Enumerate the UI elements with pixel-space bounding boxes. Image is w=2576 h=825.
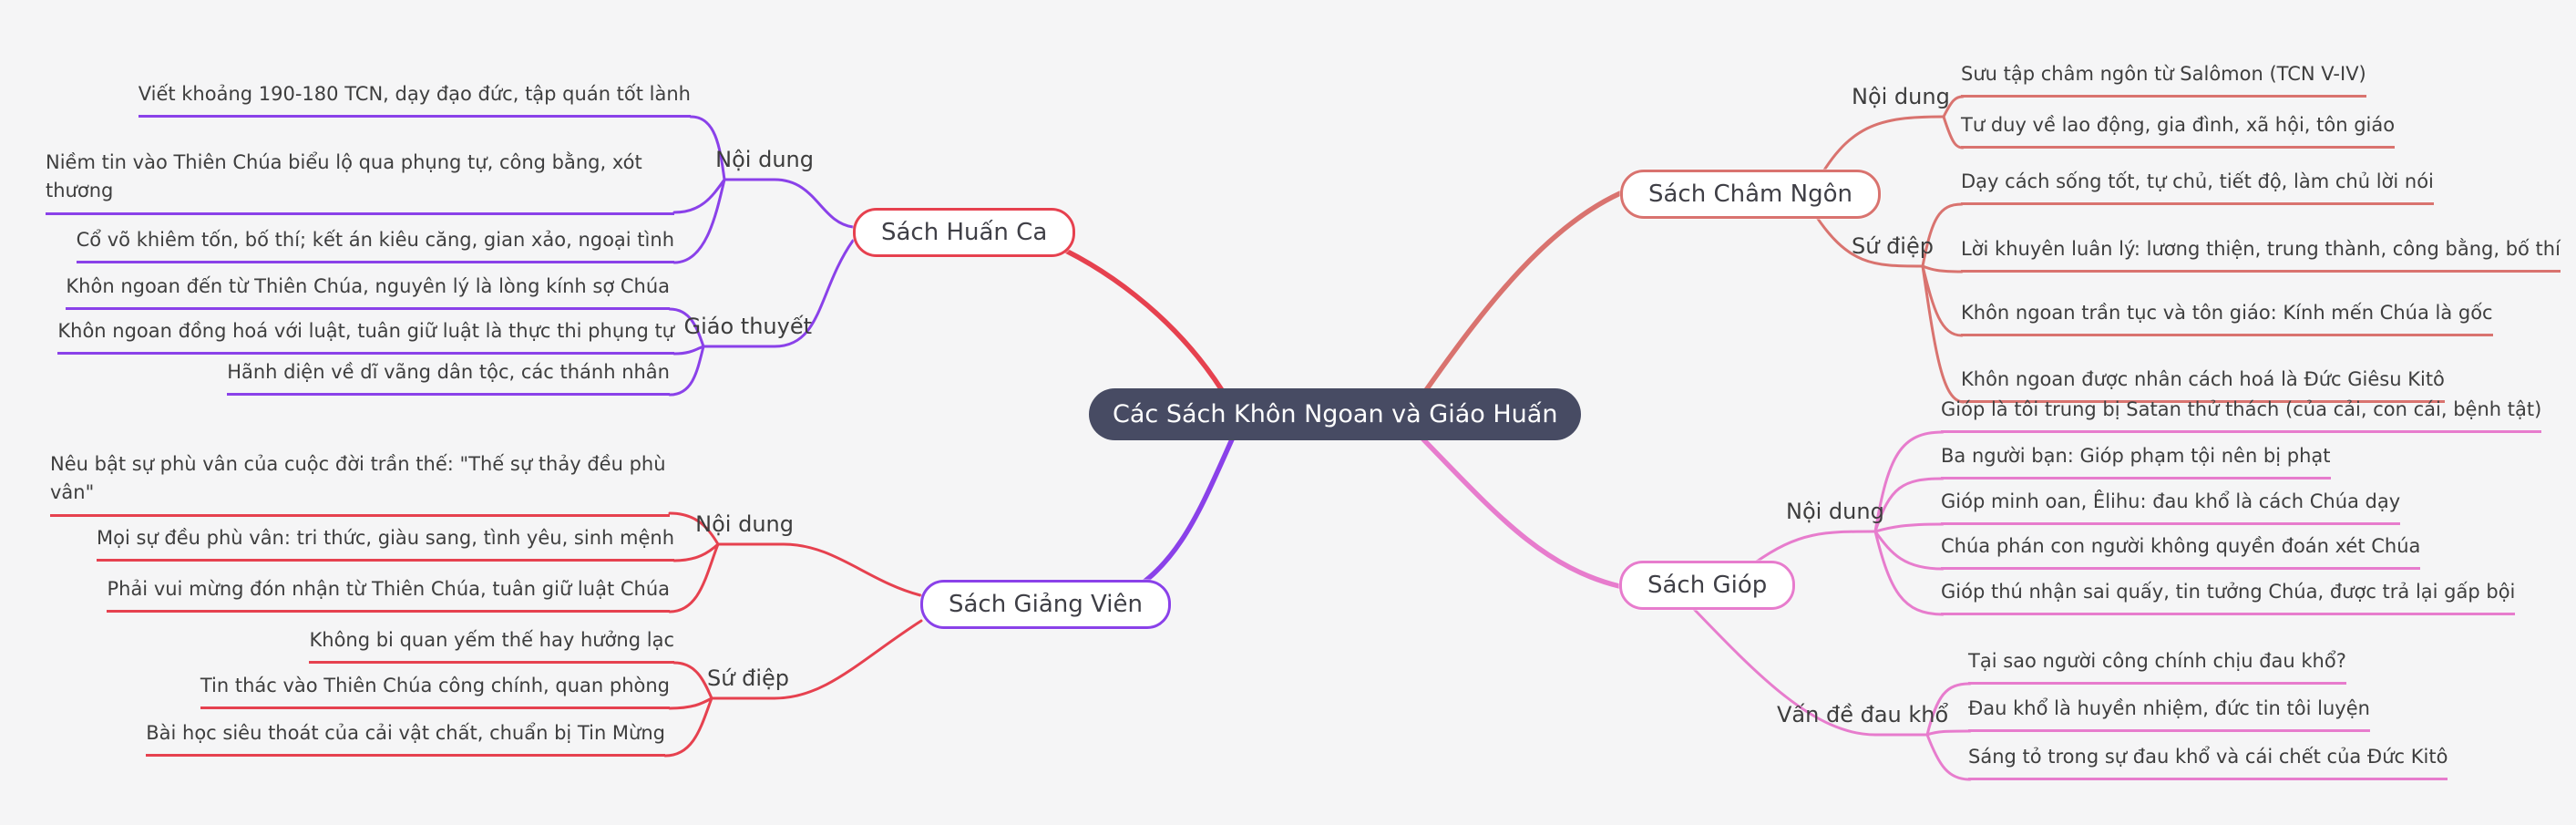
leaf-chamngon-sudiep-2[interactable]: Lời khuyên luân lý: lương thiện, trung t…: [1961, 235, 2561, 273]
group-line-giangvien-sudiep: [710, 619, 923, 700]
leaf-giangvien-noidung-3[interactable]: Phải vui mừng đón nhận từ Thiên Chúa, tu…: [107, 575, 670, 613]
group-line-giop-noidung: [1752, 530, 1877, 565]
leaf-curve: [1921, 264, 1965, 404]
group-line-chamngon-sudiep: [1811, 209, 1924, 268]
branch-curve-chamngon: [1423, 191, 1623, 393]
leaf-chamngon-sudiep-3[interactable]: Khôn ngoan trần tục và tôn giáo: Kính mế…: [1961, 299, 2493, 336]
leaf-curve: [672, 542, 720, 562]
group-line-giangvien-noidung: [716, 542, 922, 597]
leaf-huanca-noidung-1[interactable]: Viết khoảng 190-180 TCN, dạy đạo đức, tậ…: [138, 80, 691, 118]
leaf-curve: [672, 178, 726, 214]
leaf-curve: [1925, 729, 1972, 737]
leaf-huanca-giaothuyet-2[interactable]: Khôn ngoan đồng hoá với luật, tuân giữ l…: [57, 317, 674, 355]
branch-node-giangvien[interactable]: Sách Giảng Viên: [920, 580, 1171, 629]
group-line-huanca-giaothuyet: [702, 239, 855, 348]
leaf-curve: [689, 115, 726, 181]
central-topic[interactable]: Các Sách Khôn Ngoan và Giáo Huấn: [1089, 388, 1582, 440]
group-label-huanca-giaothuyet[interactable]: Giáo thuyết: [683, 314, 813, 339]
leaf-chamngon-sudiep-1[interactable]: Dạy cách sống tốt, tự chủ, tiết độ, làm …: [1961, 168, 2434, 205]
leaf-huanca-noidung-3[interactable]: Cổ võ khiêm tốn, bố thí; kết án kiêu căn…: [76, 226, 674, 263]
leaf-giop-vandedaukho-1[interactable]: Tại sao người công chính chịu đau khổ?: [1968, 647, 2346, 685]
leaf-giop-vandedaukho-2[interactable]: Đau khổ là huyền nhiệm, đức tin tôi luyệ…: [1968, 695, 2370, 732]
branch-node-chamngon[interactable]: Sách Châm Ngôn: [1620, 170, 1881, 219]
leaf-giangvien-noidung-2[interactable]: Mọi sự đều phù vân: tri thức, giàu sang,…: [97, 524, 674, 562]
leaf-giop-noidung-3[interactable]: Gióp minh oan, Êlihu: đau khổ là cách Ch…: [1941, 488, 2401, 525]
leaf-curve: [668, 542, 720, 614]
leaf-giangvien-noidung-1[interactable]: Nêu bật sự phù vân của cuộc đời trần thế…: [50, 450, 670, 517]
leaf-curve: [668, 696, 713, 710]
branch-node-huanca[interactable]: Sách Huấn Ca: [853, 208, 1076, 257]
leaf-giop-noidung-2[interactable]: Ba người bạn: Gióp phạm tội nên bị phạt: [1941, 442, 2331, 480]
leaf-giop-noidung-5[interactable]: Gióp thú nhận sai quấy, tin tưởng Chúa, …: [1941, 578, 2516, 615]
group-label-chamngon-noidung[interactable]: Nội dung: [1852, 84, 1950, 109]
leaf-curve: [1873, 530, 1945, 571]
leaf-curve: [1873, 530, 1945, 616]
leaf-giop-noidung-4[interactable]: Chúa phán con người không quyền đoán xét…: [1941, 532, 2421, 570]
group-label-chamngon-sudiep[interactable]: Sứ điệp: [1852, 233, 1934, 259]
leaf-huanca-giaothuyet-3[interactable]: Hãnh diện về dĩ vãng dân tộc, các thánh …: [227, 358, 670, 396]
group-line-giop-vandedaukho: [1689, 604, 1929, 737]
branch-curve-giop: [1421, 437, 1622, 589]
group-label-giangvien-sudiep[interactable]: Sứ điệp: [707, 665, 789, 691]
leaf-curve: [1921, 264, 1964, 273]
leaf-giangvien-sudiep-2[interactable]: Tin thác vào Thiên Chúa công chính, quan…: [200, 672, 670, 709]
leaf-curve: [1925, 682, 1972, 737]
branch-curve-giangvien: [1114, 437, 1235, 602]
leaf-curve: [1873, 477, 1945, 533]
leaf-curve: [1942, 115, 1965, 150]
leaf-chamngon-sudiep-4[interactable]: Khôn ngoan được nhân cách hoá là Đức Giê…: [1961, 366, 2445, 403]
leaf-huanca-noidung-2[interactable]: Niềm tin vào Thiên Chúa biểu lộ qua phụn…: [46, 149, 674, 215]
leaf-curve: [672, 178, 726, 264]
leaf-curve: [672, 661, 713, 700]
leaf-curve: [668, 511, 720, 546]
leaf-curve: [668, 345, 705, 397]
leaf-chamngon-noidung-1[interactable]: Sưu tập châm ngôn từ Salômon (TCN V-IV): [1961, 60, 2366, 98]
group-label-giop-noidung[interactable]: Nội dung: [1786, 499, 1884, 524]
leaf-curve: [668, 307, 705, 348]
leaf-curve: [1873, 522, 1945, 533]
leaf-huanca-giaothuyet-1[interactable]: Khôn ngoan đến từ Thiên Chúa, nguyên lý …: [66, 273, 670, 310]
leaf-curve: [1873, 430, 1945, 533]
group-label-giop-vandedaukho[interactable]: Vấn đề đau khổ: [1777, 702, 1949, 727]
group-label-huanca-noidung[interactable]: Nội dung: [715, 147, 814, 172]
leaf-curve: [663, 696, 713, 758]
leaf-curve: [672, 345, 705, 356]
group-line-huanca-noidung: [723, 178, 855, 229]
group-line-chamngon-noidung: [1811, 115, 1945, 191]
group-label-giangvien-noidung[interactable]: Nội dung: [695, 511, 794, 537]
leaf-giop-vandedaukho-3[interactable]: Sáng tỏ trong sự đau khổ và cái chết của…: [1968, 743, 2448, 780]
leaf-giangvien-sudiep-3[interactable]: Bài học siêu thoát của cải vật chất, chu…: [146, 719, 665, 757]
leaf-curve: [1925, 733, 1972, 781]
leaf-curve: [1921, 202, 1964, 268]
branch-node-giop[interactable]: Sách Gióp: [1619, 561, 1796, 610]
leaf-curve: [1921, 264, 1964, 337]
leaf-giangvien-sudiep-1[interactable]: Không bi quan yếm thế hay hưởng lạc: [309, 626, 674, 664]
leaf-giop-noidung-1[interactable]: Gióp là tôi trung bị Satan thử thách (củ…: [1941, 396, 2542, 433]
leaf-chamngon-noidung-2[interactable]: Tư duy về lao động, gia đình, xã hội, tô…: [1961, 111, 2396, 149]
